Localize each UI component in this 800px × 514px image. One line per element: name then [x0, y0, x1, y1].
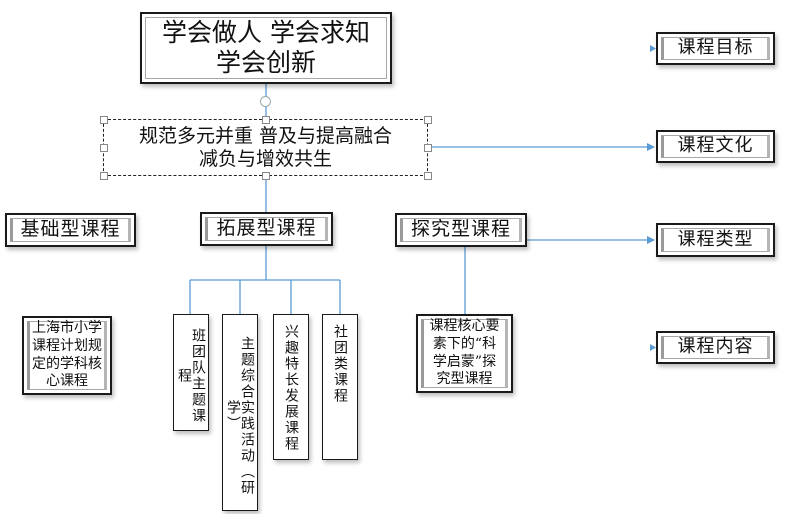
- basic-content-box[interactable]: 上海市小学 课程计划规 定的学科核 心课程: [22, 316, 112, 395]
- extended-course-box[interactable]: 拓展型课程: [200, 212, 333, 246]
- selection-handle-tr[interactable]: [424, 116, 432, 124]
- selection-handle-mr[interactable]: [424, 144, 432, 152]
- goal-box[interactable]: 学会做人 学会求知 学会创新: [140, 12, 392, 84]
- selection-handle-tm[interactable]: [262, 116, 270, 124]
- rotate-handle-icon[interactable]: [260, 96, 271, 107]
- exploratory-content-text: 课程核心要 素下的“科 学启蒙”探 究型课程: [429, 317, 500, 388]
- basic-content-text: 上海市小学 课程计划规 定的学科核 心课程: [32, 319, 102, 390]
- category-content-label: 课程内容: [677, 336, 754, 358]
- category-type-box[interactable]: 课程类型: [656, 223, 775, 257]
- basic-course-label: 基础型课程: [20, 218, 121, 241]
- extended-content-box-2[interactable]: 主题综合实践活动（研学）: [222, 314, 258, 511]
- extended-content-text-4: 社团类课程: [332, 324, 348, 404]
- selection-handle-ml[interactable]: [100, 144, 108, 152]
- basic-course-box[interactable]: 基础型课程: [5, 213, 136, 247]
- culture-text: 规范多元并重 普及与提高融合 减负与增效共生: [138, 124, 393, 170]
- category-type-label: 课程类型: [677, 228, 754, 250]
- category-culture-label: 课程文化: [677, 135, 754, 157]
- category-goal-label: 课程目标: [677, 37, 754, 59]
- exploratory-course-box[interactable]: 探究型课程: [395, 213, 527, 247]
- category-content-box[interactable]: 课程内容: [656, 331, 775, 364]
- extended-content-text-2: 主题综合实践活动（研学）: [225, 335, 255, 496]
- category-goal-box[interactable]: 课程目标: [656, 32, 775, 65]
- selection-handle-tl[interactable]: [100, 116, 108, 124]
- extended-content-text-3: 兴趣特长发展课程: [283, 324, 299, 452]
- exploratory-content-box[interactable]: 课程核心要 素下的“科 学启蒙”探 究型课程: [416, 314, 513, 393]
- selection-handle-bl[interactable]: [100, 172, 108, 180]
- goal-text: 学会做人 学会求知 学会创新: [162, 18, 370, 77]
- extended-course-label: 拓展型课程: [216, 217, 317, 240]
- selection-handle-bm[interactable]: [262, 172, 270, 180]
- culture-box[interactable]: 规范多元并重 普及与提高融合 减负与增效共生: [103, 119, 428, 176]
- extended-content-box-4[interactable]: 社团类课程: [322, 314, 358, 460]
- selection-handle-br[interactable]: [424, 172, 432, 180]
- category-culture-box[interactable]: 课程文化: [656, 130, 775, 163]
- extended-content-box-1[interactable]: 班团队主题课程: [173, 314, 209, 431]
- extended-content-box-3[interactable]: 兴趣特长发展课程: [273, 314, 309, 460]
- exploratory-course-label: 探究型课程: [410, 218, 511, 241]
- extended-content-text-1: 班团队主题课程: [176, 327, 206, 424]
